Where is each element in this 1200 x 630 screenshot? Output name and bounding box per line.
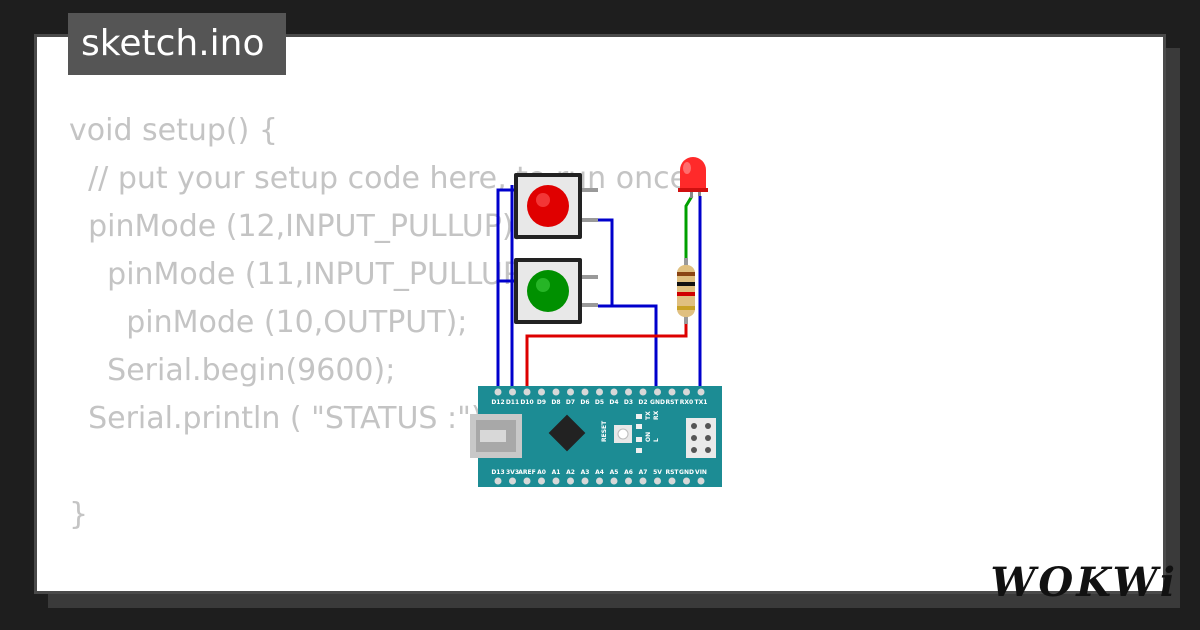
code-line: Serial.begin(9600); [69,353,396,388]
resistor[interactable] [677,258,695,324]
pin-hole[interactable] [581,477,589,485]
pin-hole[interactable] [683,477,690,485]
file-tab[interactable]: sketch.ino [68,13,286,75]
pin-label: 5V [653,469,662,476]
pin-label: A2 [566,469,575,476]
reset-label: RESET [601,420,608,442]
pin-hole[interactable] [509,388,516,396]
pin-label: D6 [580,399,589,406]
pin-hole[interactable] [639,388,647,396]
pin-hole[interactable] [668,388,676,396]
pin-hole[interactable] [596,477,603,485]
pin-hole[interactable] [654,477,661,485]
pin-hole[interactable] [552,477,560,485]
pin-label: D3 [624,399,633,406]
pin-hole[interactable] [494,388,502,396]
pin-label: D9 [537,399,546,406]
pin-label: VIN [695,469,707,476]
pin-label: A7 [639,469,648,476]
icsp-header [686,418,716,458]
pin-label: RST [665,399,679,406]
pin-label: D8 [551,399,560,406]
code-line: pinMode (10,OUTPUT); [69,305,468,340]
pin-hole[interactable] [625,477,632,485]
pin-label: AREF [518,469,535,476]
wire-btn1-gnd [598,218,614,308]
preview-card: void setup() { // put your setup code he… [34,34,1166,594]
pin-label: A4 [595,469,604,476]
pin-hole[interactable] [668,477,676,485]
pin-hole[interactable] [523,477,531,485]
pin-label: A6 [624,469,633,476]
pin-hole[interactable] [697,477,705,485]
pin-hole[interactable] [567,388,574,396]
pin-label: D11 [506,399,519,406]
pin-label: D10 [520,399,533,406]
pin-label: A3 [581,469,590,476]
pin-label: D12 [491,399,504,406]
pin-hole[interactable] [697,388,705,396]
pin-label: A0 [537,469,546,476]
pin-label: D2 [638,399,647,406]
code-line: // put your setup code here, to run once… [69,161,699,196]
pin-label: D4 [609,399,618,406]
pin-label: GND [650,399,665,406]
pushbutton-green[interactable] [514,258,598,324]
mcu-chip [548,414,586,452]
code-line: pinMode (12,INPUT_PULLUP); [69,209,524,244]
pin-hole[interactable] [538,477,545,485]
pin-label: RX0 [680,399,693,406]
wires [496,185,702,394]
pin-label: A5 [610,469,619,476]
wire-led-resistor [684,195,694,262]
code-line: } [69,497,89,532]
wire-btn-gnd [598,304,658,392]
wokwi-logo: WOKWi [990,559,1178,606]
pin-hole[interactable] [596,388,603,396]
pin-label: TX1 [695,399,708,406]
pin-label: RST [665,469,679,476]
pin-hole[interactable] [683,388,690,396]
pin-label: A1 [552,469,561,476]
pin-hole[interactable] [581,388,589,396]
pushbutton-red[interactable] [514,173,598,239]
pin-label: D7 [566,399,575,406]
board-led-label: RX [653,410,660,420]
pin-label: GND [679,469,694,476]
wire-d10-resistor [525,322,688,392]
wire-d10-green [496,279,514,392]
pin-hole[interactable] [538,388,545,396]
pin-hole[interactable] [639,477,647,485]
pin-label: D13 [491,469,504,476]
pin-hole[interactable] [523,388,531,396]
board-led-label: ON [645,432,652,442]
pin-hole[interactable] [509,477,516,485]
pin-hole[interactable] [567,477,574,485]
code-line: void setup() { [69,113,278,148]
pin-hole[interactable] [625,388,632,396]
pin-label: 3V3 [506,469,519,476]
code-editor[interactable]: void setup() { // put your setup code he… [69,107,699,591]
pin-hole[interactable] [610,477,618,485]
pin-hole[interactable] [552,388,560,396]
board-led-label: L [653,438,660,442]
code-line: pinMode (11,INPUT_PULLUP); [69,257,543,292]
pin-hole[interactable] [610,388,618,396]
pin-label: D5 [595,399,604,406]
pin-hole[interactable] [654,388,661,396]
led-red[interactable] [678,157,708,198]
board-led-label: TX [645,411,652,420]
pin-hole[interactable] [494,477,502,485]
